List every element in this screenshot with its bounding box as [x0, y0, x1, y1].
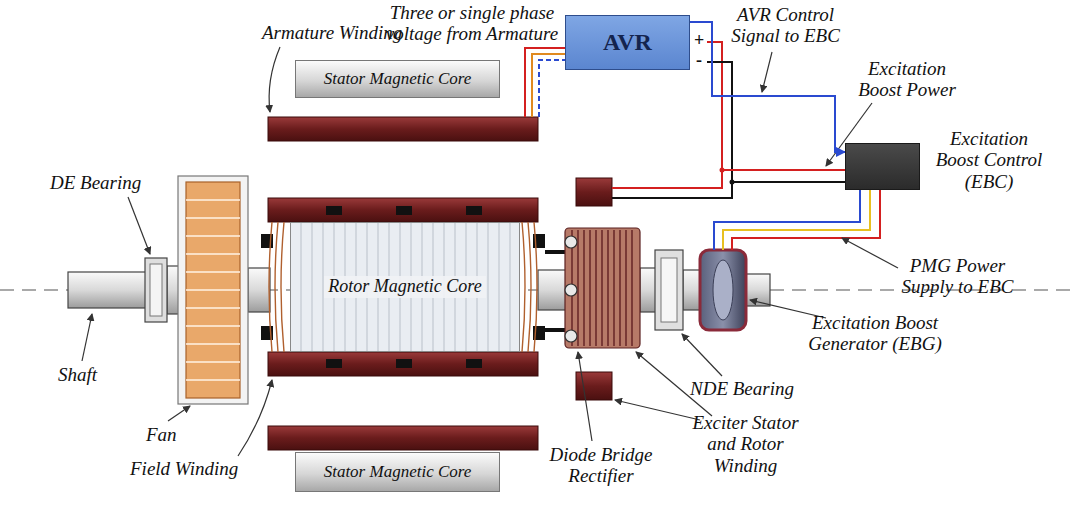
exciter-stator	[576, 178, 612, 400]
node-title: Stator Magnetic Core	[324, 463, 472, 482]
node-title: AVR	[603, 29, 652, 55]
sensing-wires	[525, 48, 565, 117]
ebc-box: Excitation Boost Control (EBC)	[845, 143, 920, 190]
field-winding	[261, 198, 566, 376]
stator-core: Stator Magnetic Core	[295, 452, 500, 492]
exciter-rotor	[565, 228, 640, 348]
signal-label: Excitation Boost Power	[852, 58, 962, 101]
part-label: Fan	[146, 424, 177, 445]
diode	[565, 236, 577, 342]
part-label: Armature Winding	[262, 22, 402, 43]
avr-box: AVR	[565, 15, 690, 70]
part-label: Shaft	[58, 364, 97, 385]
part-label: PMG Power Supply to EBC	[895, 255, 1020, 298]
terminal-sign: -	[696, 50, 702, 70]
rotor-core: Rotor Magnetic Core	[290, 222, 520, 352]
node-title: Stator Magnetic Core	[324, 70, 472, 89]
part-label: Excitation Boost Generator (EBG)	[800, 312, 950, 355]
pmg-wires	[714, 190, 880, 250]
leader-line	[82, 47, 898, 456]
part-label: DE Bearing	[50, 172, 141, 193]
node-title: Excitation Boost Control (EBC)	[930, 128, 1048, 192]
nde-bearing	[655, 250, 683, 330]
part-label: Diode Bridge Rectifier	[545, 444, 657, 487]
part-label: Field Winding	[130, 458, 238, 479]
terminal-sign: +	[694, 30, 704, 50]
part-label: NDE Bearing	[690, 378, 794, 399]
fan	[178, 176, 248, 404]
signal-label: AVR Control Signal to EBC	[718, 4, 853, 47]
stator-core: Stator Magnetic Core	[295, 60, 500, 98]
ebg-pmg	[700, 250, 746, 330]
node-title: Rotor Magnetic Core	[324, 276, 485, 298]
part-label: Exciter Stator and Rotor Winding	[688, 412, 803, 476]
de-bearing	[145, 258, 167, 322]
armature-winding	[268, 117, 538, 450]
